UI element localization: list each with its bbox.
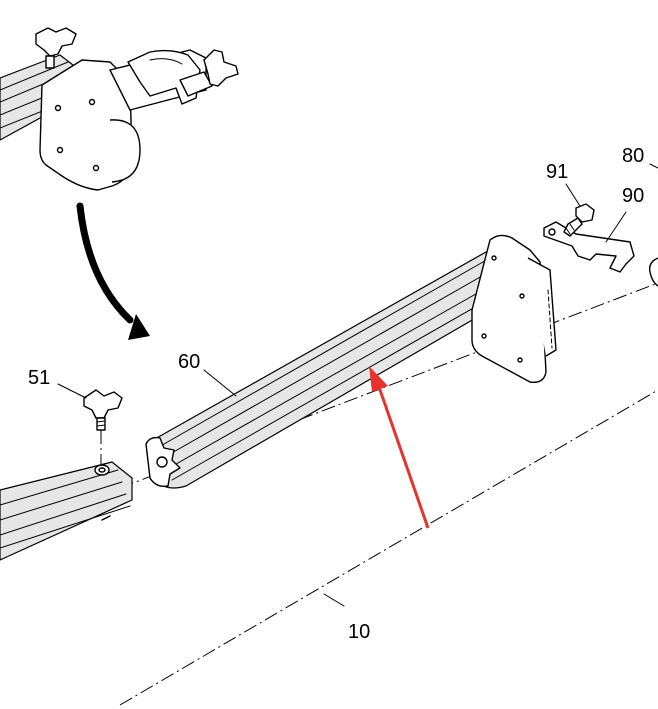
knob-screw-51: [83, 389, 123, 464]
label-51: 51: [28, 367, 50, 389]
holder-plate-right: [471, 234, 557, 383]
rail-left-bottom: [0, 461, 133, 561]
label-91: 91: [546, 161, 568, 183]
label-10: 10: [348, 621, 370, 643]
label-80: 80: [622, 145, 644, 167]
label-60: 60: [178, 351, 200, 373]
curved-arrow-icon: [76, 202, 150, 340]
part-80-edge: [648, 257, 658, 287]
center-axis-lower: [119, 389, 658, 706]
screw-91: [563, 203, 595, 237]
holder-assembly-top: [0, 27, 239, 191]
red-arrow-icon: [369, 366, 430, 529]
leader-lines: [57, 163, 658, 607]
rail-tube-60: [145, 251, 525, 489]
label-90: 90: [622, 185, 644, 207]
hook-bracket-90: [543, 221, 635, 273]
